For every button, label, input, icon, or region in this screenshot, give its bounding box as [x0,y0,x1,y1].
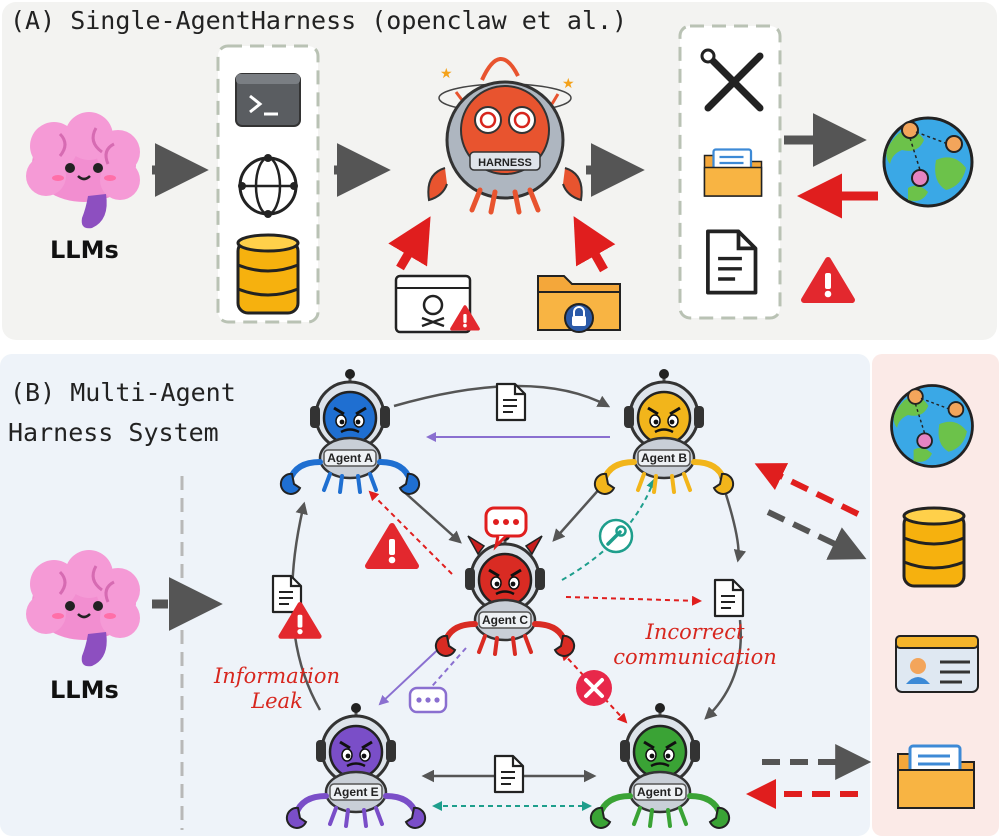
agent-d-label: Agent D [637,785,683,799]
svg-text:★: ★ [440,66,453,82]
arrow-c-to-doc-red [565,595,702,606]
world-icon-b [890,384,974,468]
chat-bubble-icon-red [484,506,528,551]
resources-panel-background [872,354,999,836]
agent-c-robot [436,531,574,656]
document-icon [706,229,758,295]
database-icon [236,233,300,315]
arrow-b-to-c [552,485,603,542]
panel-a-title: (A) Single-AgentHarness (openclaw et al.… [10,6,628,35]
attack-arrow-left [388,216,431,271]
globe-icon [238,154,298,218]
harness-crab-robot: ★ ★ [427,57,583,215]
arrow-resource-to-b-red [754,463,860,517]
chat-bubble-icon-purple [408,686,448,714]
wrench-screwdriver-icon [700,48,764,112]
information-leak-annotation: Information Leak [202,664,352,714]
terminal-icon [235,73,301,127]
document-icon-ab [495,382,527,422]
agent-c-label: Agent C [482,613,528,627]
arrow-b-to-resource [766,509,867,560]
arrow-a-to-c [401,489,462,544]
wrench-circle-icon [598,518,634,554]
incorrect-communication-annotation: Incorrect communication [610,620,780,670]
attack-arrow-right [573,216,616,273]
agent-a-label: Agent A [327,451,373,465]
information-leak-line2: Leak [251,689,303,713]
arrow-c-e-purple [378,640,448,706]
llm-label-b: LLMs [50,676,119,704]
document-icon-bd [713,578,745,618]
locked-folder-icon [537,275,621,333]
arrow-c-to-a-red [368,490,453,575]
agent-e-label: Agent E [333,785,378,799]
database-icon-b [902,506,966,588]
id-card-icon [895,635,979,693]
incorrect-communication-line1: Incorrect [645,620,745,644]
panel-b-title-line2: Harness System [8,418,219,447]
llm-label-a: LLMs [50,236,119,264]
arrow-c-to-e-dashed [416,647,467,704]
agent-b-label: Agent B [641,451,687,465]
malicious-webpage-icon [394,274,480,334]
incorrect-communication-line2: communication [613,645,777,669]
svg-text:★: ★ [562,76,575,92]
information-leak-line1: Information [213,664,341,688]
error-x-icon [576,670,612,706]
harness-label: HARNESS [478,157,532,169]
world-icon [882,116,974,208]
panel-b-title-line1: (B) Multi-Agent [10,378,236,407]
document-icon-de [493,754,525,794]
arrow-doc-to-d [704,619,742,720]
